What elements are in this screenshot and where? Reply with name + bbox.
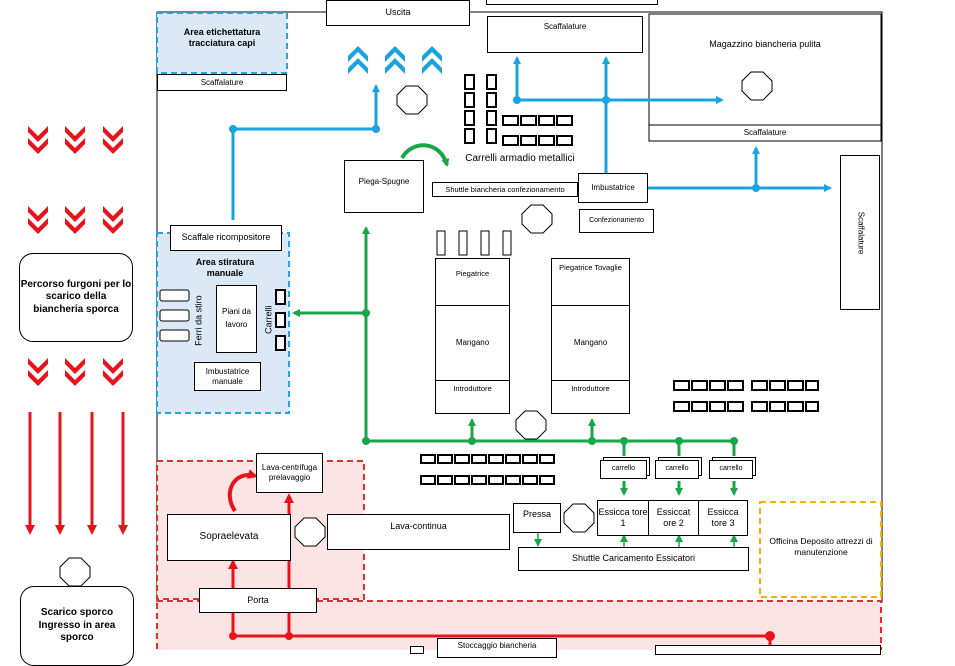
dirty-unload-box: Scarico sporco Ingresso in area sporco [20,586,134,666]
ironer-box-2: Mangano [551,305,630,381]
recompositor-shelf-box: Scaffale ricompositore [170,225,282,251]
cart-box-3: carrello [709,460,753,479]
shelves-right: Scaffalature [840,155,880,310]
laundry-floor-plan: Uscita Scaffalature Area etichettatura t… [19,0,883,666]
shelves-labeling: Scaffalature [157,74,287,91]
labeling-zone [156,12,288,74]
press-box: Pressa [513,503,561,533]
sponge-curve-arrow [400,143,450,167]
mangle-slots [436,230,512,256]
labeling-area-label: Area etichettatura tracciatura capi [183,26,261,48]
metal-carts-label: Carrelli armadio metallici [465,152,575,164]
folder-towels-box: Piegatrice Tovaglie [551,258,630,306]
manual-bagging-box: Imbustatrice manuale [194,362,261,391]
clean-storage-label: Magazzino biancheria pulita [709,39,821,50]
work-tables-box: Piani da lavoro [216,285,257,353]
maintenance-zone [759,501,882,598]
exit-chevrons [348,46,442,74]
dirty-storage-box: Stoccaggio biancheria [437,638,557,658]
dryer-2-box: Essiccat ore 2 [648,500,699,536]
exit-box: Uscita [326,0,470,26]
bagging-box: Imbustatrice [578,173,648,203]
ironing-carts [275,289,286,351]
prewash-curve-arrow [227,469,258,513]
sponge-folder-box: Piega-Spugne [344,160,424,213]
top-partial-box [486,0,658,5]
tunnel-washer-box: Lava-continua [327,514,510,550]
bottom-partial-box [655,645,881,655]
finished-routes [231,56,832,220]
carts-label-wrap: Carrelli [260,300,278,340]
shuttle-packaged-box: Shuttle biancheria confezionamento [432,182,578,197]
ironer-box-1: Mangano [435,305,510,381]
van-chevrons [28,126,123,386]
door-box: Porta [199,588,317,613]
prewash-box: Lava-centrifuga prelavaggio [256,453,323,493]
shelves-storage: Scaffalature [743,128,787,137]
irons-label: Ferri da stiro [193,295,204,346]
cart-rows [420,380,819,485]
folder-box: Piegatrice [435,258,510,306]
metal-cart-slots [464,74,573,146]
packaging-box: Confezionamento [579,209,654,233]
process-route-nodes [362,309,738,445]
dryer-3-box: Essicca tore 3 [698,500,748,536]
shelves-right-label: Scaffalature [856,211,866,254]
van-arrows [25,412,128,535]
carts-label: Carrelli [263,305,274,335]
ironing-items [159,289,190,342]
shelves-top: Scaffalature [487,16,643,53]
van-route-box: Percorso furgoni per lo scarico della bi… [19,253,133,342]
irons-label-wrap: Ferri da stiro [190,293,208,348]
dirty-route-nodes [229,631,775,641]
small-square [410,646,424,654]
cart-box-1: carrello [600,460,647,479]
finished-route-nodes [229,96,760,192]
raised-box: Sopraelevata [167,514,291,561]
feeder-box-1: Introduttore [435,380,510,414]
octagon-markers [59,71,773,587]
dryer-shuttle-box: Shuttle Caricamento Essicatori [518,547,749,571]
dryer-1-box: Essicca tore 1 [597,500,649,536]
cart-box-2: carrello [655,460,699,479]
shuttle-arrows [534,532,738,548]
manual-ironing-label: Area stiratura manuale [195,256,255,278]
workshop-label: Officina Deposito attrezzi di manutenzio… [769,536,873,557]
feeder-box-2: Introduttore [551,380,630,414]
